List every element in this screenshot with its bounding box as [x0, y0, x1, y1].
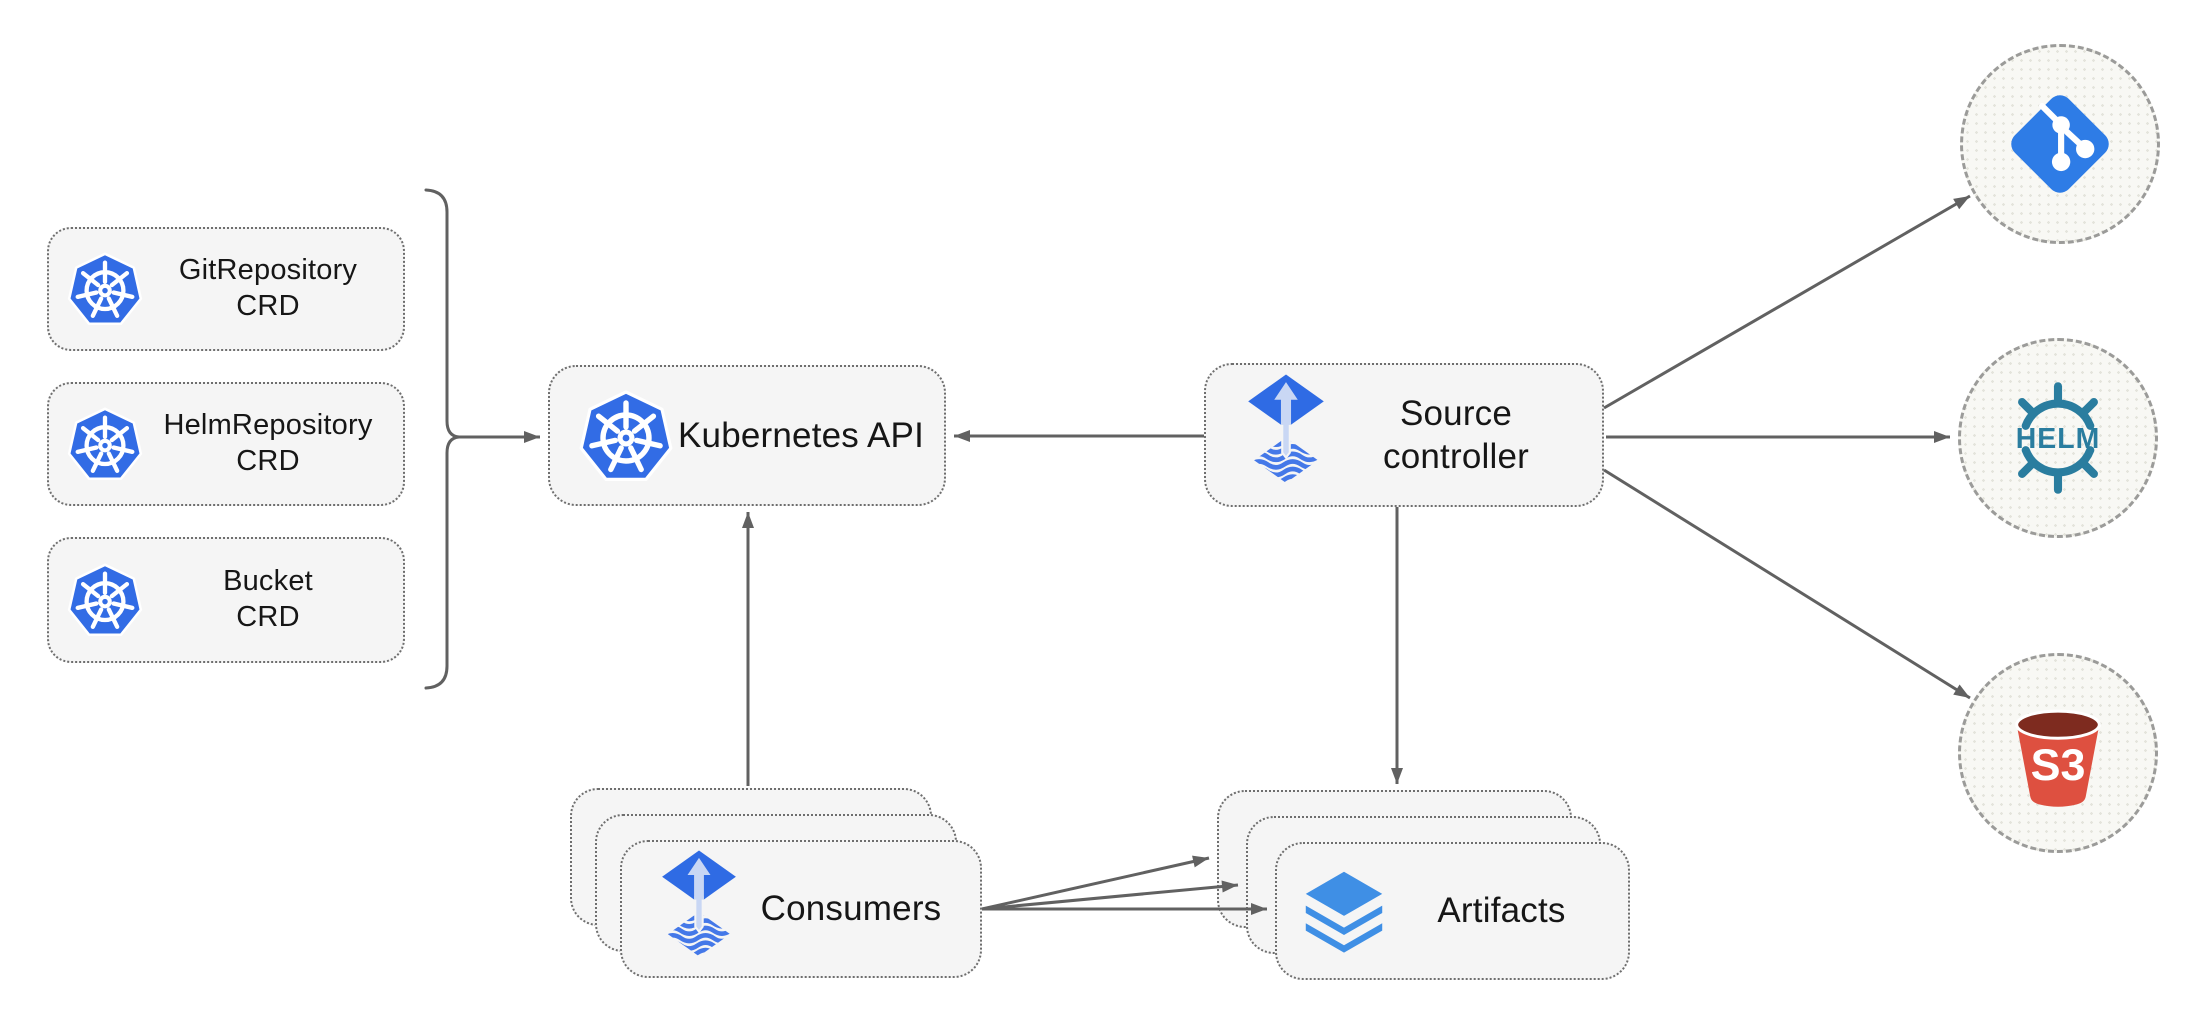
arrow-source-to-git — [1603, 194, 1971, 410]
flux-icon — [658, 848, 740, 971]
node-label: Kubernetes API — [677, 415, 925, 455]
node-label: HelmRepository CRD — [163, 409, 373, 477]
helm-wordmark: HELM — [2016, 423, 2101, 455]
s3-icon: S3 — [2015, 709, 2101, 807]
node-label: Consumers — [760, 889, 942, 929]
node-kubernetes-api: Kubernetes API — [548, 365, 946, 506]
node-gitrepository-crd: GitRepository CRD — [47, 227, 405, 351]
node-artifacts: Artifacts — [1275, 842, 1630, 980]
arrow-consumers-to-artifacts-2 — [981, 880, 1239, 911]
node-label: GitRepository CRD — [178, 254, 358, 322]
endpoint-git — [1960, 44, 2160, 244]
git-icon — [2004, 88, 2116, 200]
kubernetes-icon — [65, 249, 145, 329]
kubernetes-icon — [65, 404, 145, 484]
crd-group-bracket — [424, 188, 460, 690]
layers-icon — [1295, 862, 1393, 960]
node-bucket-crd: Bucket CRD — [47, 537, 405, 663]
node-label: Artifacts — [1437, 891, 1566, 931]
s3-wordmark: S3 — [2031, 739, 2086, 790]
node-label: Source controller — [1383, 393, 1529, 476]
kubernetes-icon — [576, 386, 676, 486]
node-source-controller: Source controller — [1204, 363, 1604, 507]
node-consumers: Consumers — [620, 840, 982, 978]
node-label: Bucket CRD — [223, 565, 313, 633]
endpoint-helm: HELM — [1958, 338, 2158, 538]
flux-icon — [1244, 372, 1328, 498]
kubernetes-icon — [65, 560, 145, 640]
helm-icon: HELM — [2016, 382, 2101, 494]
arrow-consumers-to-artifacts-1 — [981, 855, 1210, 911]
endpoint-s3: S3 — [1958, 653, 2158, 853]
arrow-source-to-s3 — [1603, 468, 1971, 700]
node-helmrepository-crd: HelmRepository CRD — [47, 382, 405, 506]
